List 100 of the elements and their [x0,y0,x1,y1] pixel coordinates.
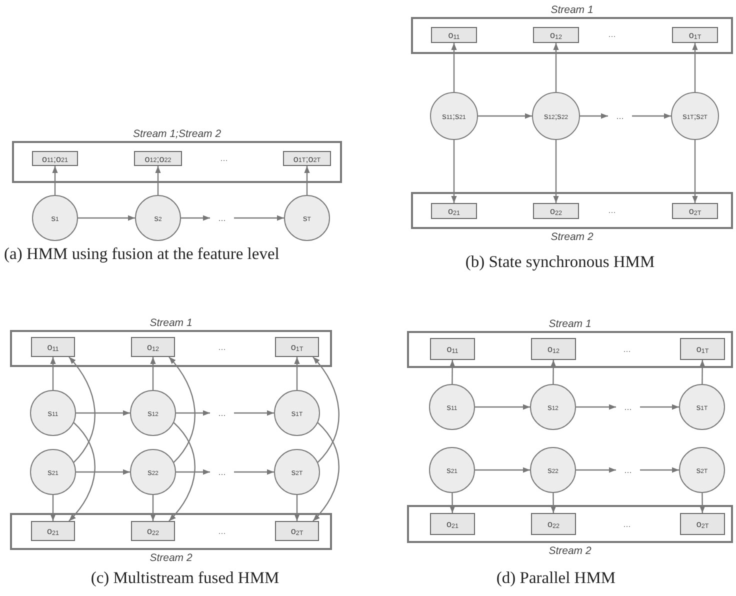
arrow [475,467,530,473]
observation-box: o$_{2T}$ [680,513,725,535]
state-circle: s$_{2T}$ [274,449,320,495]
observation-box: o$_{2T}$ [672,203,718,219]
ellipsis-text: ... [607,205,617,215]
arrow [640,467,679,473]
arrow [700,360,706,384]
observation-box: o$_{11}$ [431,27,477,43]
arrow [52,166,58,195]
arrow [312,356,340,463]
ellipsis-text: ... [619,401,637,413]
ellipsis-text: ... [611,110,629,122]
arrow [700,493,706,513]
observation-box: o$_{1T}$ [680,338,725,360]
arrow [50,357,56,390]
arrow [234,215,284,221]
arrow [450,493,456,513]
ellipsis-text: ... [213,212,231,224]
arrow [150,495,156,521]
arrow [76,469,130,475]
state-circle: s$_{2T}$ [679,447,725,493]
observation-box: o$_{21}$ [430,513,475,535]
band-heading: Stream 2 [148,552,194,564]
ellipsis-text: ... [217,342,227,352]
observation-box: o$_{11}$ [31,337,75,357]
state-circle: s$_{1T}$;s$_{2T}$ [671,92,719,140]
panel-caption: (b) State synchronous HMM [464,252,656,271]
arrow [168,422,196,522]
observation-box: o$_{12}$ [533,27,579,43]
observation-box: o$_{11}$;o$_{21}$ [32,151,78,166]
arrow [176,410,210,416]
state-circle: s$_{1T}$ [274,390,320,436]
panel-caption: (d) Parallel HMM [495,568,617,587]
arrow [234,410,274,416]
band-heading: Stream 1 [548,318,592,330]
arrow [475,404,530,410]
ellipsis-text: ... [619,464,637,476]
arrow [181,215,210,221]
observation-box: o$_{12}$ [531,338,576,360]
ellipsis-text: ... [213,407,231,419]
observation-box: o$_{12}$;o$_{22}$ [134,151,182,166]
arrow [692,140,698,203]
band-heading: Stream 1;Stream 2 [132,128,222,140]
panel-caption: (c) Multistream fused HMM [90,568,280,587]
state-circle: s$_{12}$ [530,384,576,430]
arrow [550,493,556,513]
panel-caption: (a) HMM using fusion at the feature level [4,244,280,263]
state-circle: s$_{11}$;s$_{21}$ [430,92,478,140]
observation-box: o$_{22}$ [131,521,175,541]
arrow [294,357,300,390]
state-circle: s$_{21}$ [429,447,475,493]
ellipsis-text: ... [217,526,227,536]
arrow [553,140,559,203]
ellipsis-text: ... [213,466,231,478]
state-circle: s$_{12}$;s$_{22}$ [532,92,580,140]
arrow [155,166,161,195]
arrow [451,43,457,92]
arrow [312,422,340,522]
arrow [550,360,556,384]
arrow [294,495,300,521]
arrow [576,467,616,473]
arrow [234,469,274,475]
band-heading: Stream 2 [550,231,594,243]
arrow [304,166,310,195]
arrow [640,404,679,410]
arrow [451,140,457,203]
band-heading: Stream 2 [548,545,592,557]
arrow [450,360,456,384]
ellipsis-text: ... [622,519,632,529]
arrow [580,113,608,119]
arrow [68,356,96,463]
ellipsis-text: ... [607,29,617,39]
arrow [632,113,671,119]
state-circle: s$_{21}$ [30,449,76,495]
observation-box: o$_{11}$ [430,338,475,360]
state-circle: s$_{22}$ [130,449,176,495]
arrow [692,43,698,92]
state-circle: s$_{22}$ [530,447,576,493]
arrow [78,215,135,221]
observation-box: o$_{21}$ [31,521,75,541]
state-circle: s$_{1T}$ [679,384,725,430]
observation-box: o$_{21}$ [431,203,477,219]
observation-box: o$_{22}$ [531,513,576,535]
ellipsis-text: ... [622,344,632,354]
observation-box: o$_{12}$ [131,337,175,357]
arrow [168,356,196,463]
observation-box: o$_{1T}$ [672,27,718,43]
state-circle: s$_{11}$ [429,384,475,430]
arrow [150,357,156,390]
band-heading: Stream 1 [148,317,194,329]
observation-box: o$_{1T}$ [275,337,319,357]
observation-box: o$_{2T}$ [275,521,319,541]
state-circle: s$_{2}$ [135,195,181,241]
state-circle: s$_{1}$ [32,195,78,241]
ellipsis-text: ... [219,153,229,163]
arrow [176,469,210,475]
arrow [76,410,130,416]
state-circle: s$_{12}$ [130,390,176,436]
state-circle: s$_{T}$ [284,195,330,241]
observation-box: o$_{1T}$;o$_{2T}$ [283,151,331,166]
